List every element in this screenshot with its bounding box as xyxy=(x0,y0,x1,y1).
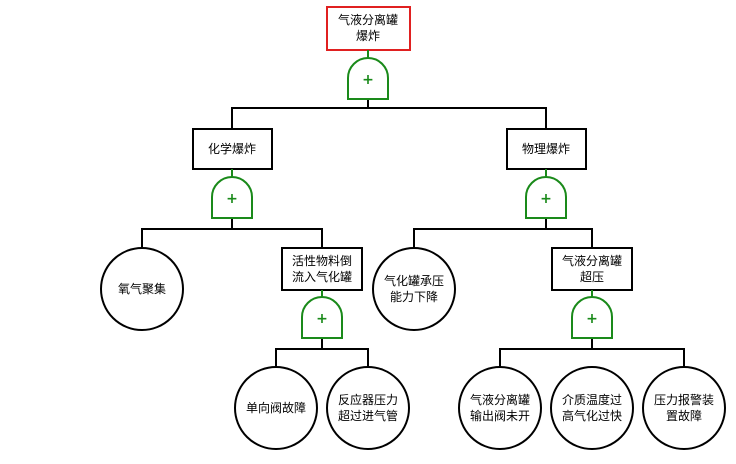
event-check-valve-failure[interactable]: 单向阀故障 xyxy=(234,366,318,450)
event-chemical-explosion[interactable]: 化学爆炸 xyxy=(192,128,273,170)
event-label-line2: 输出阀未开 xyxy=(470,408,530,423)
or-gate-icon xyxy=(347,57,389,100)
event-label-line2: 超过进气管 xyxy=(338,408,398,423)
event-top[interactable]: 气液分离罐 爆炸 xyxy=(326,6,411,51)
connectors xyxy=(141,99,685,367)
event-tank-capacity-drop[interactable]: 气化罐承压 能力下降 xyxy=(372,247,456,331)
or-gate-chem: + xyxy=(211,169,253,219)
basic-event-circle xyxy=(100,247,184,331)
event-oxygen-accumulation[interactable]: 氧气聚集 xyxy=(100,247,184,331)
event-box xyxy=(551,247,633,291)
event-box xyxy=(326,6,411,51)
basic-event-circle xyxy=(234,366,318,450)
basic-event-circle xyxy=(326,366,410,450)
connector-chem xyxy=(141,218,323,248)
connector-phys xyxy=(413,218,593,248)
event-label-line2: 超压 xyxy=(580,269,604,284)
gate-symbol: + xyxy=(586,311,598,327)
event-active-material-backflow[interactable]: 活性物料倒 流入气化罐 xyxy=(281,247,363,291)
event-label-line1: 介质温度过 xyxy=(562,392,622,407)
connector-active xyxy=(275,338,369,367)
event-label-line2: 高气化过快 xyxy=(562,408,622,423)
event-label-line1: 活性物料倒 xyxy=(292,254,352,268)
or-gate-overpress: + xyxy=(571,290,613,339)
event-label-line2: 流入气化罐 xyxy=(292,269,352,284)
or-gate-icon xyxy=(525,176,567,219)
event-physical-explosion[interactable]: 物理爆炸 xyxy=(506,128,587,170)
event-label-line1: 气液分离罐 xyxy=(470,392,530,407)
event-label-line1: 压力报警装 xyxy=(654,392,714,407)
event-label-line1: 物理爆炸 xyxy=(522,142,570,156)
event-separator-overpressure[interactable]: 气液分离罐 超压 xyxy=(551,247,633,291)
basic-event-circle xyxy=(550,366,634,450)
event-label-line1: 反应器压力 xyxy=(338,392,398,407)
event-label-line2: 能力下降 xyxy=(390,290,438,304)
event-box xyxy=(192,128,273,170)
connector-overpress xyxy=(499,338,685,367)
event-label-line1: 气液分离罐 xyxy=(562,253,622,268)
event-label-line2: 置故障 xyxy=(666,408,702,423)
basic-event-circle xyxy=(372,247,456,331)
event-label-line1: 气液分离罐 xyxy=(338,12,398,27)
gate-symbol: + xyxy=(540,191,552,207)
or-gate-icon xyxy=(571,296,613,339)
or-gate-active: + xyxy=(301,290,343,339)
or-gate-phys: + xyxy=(525,169,567,219)
or-gate-top: + xyxy=(347,50,389,100)
event-box xyxy=(281,247,363,291)
gate-symbol: + xyxy=(362,72,374,88)
event-label-line1: 气化罐承压 xyxy=(384,273,444,288)
or-gate-icon xyxy=(301,296,343,339)
event-outlet-valve-not-open[interactable]: 气液分离罐 输出阀未开 xyxy=(458,366,542,450)
event-label-line1: 单向阀故障 xyxy=(246,400,306,415)
or-gate-icon xyxy=(211,176,253,219)
basic-event-circle xyxy=(458,366,542,450)
event-label-line1: 化学爆炸 xyxy=(208,141,256,156)
event-label-line2: 爆炸 xyxy=(356,29,380,43)
basic-event-circle xyxy=(642,366,726,450)
event-pressure-alarm-failure[interactable]: 压力报警装 置故障 xyxy=(642,366,726,450)
gate-symbol: + xyxy=(316,311,328,327)
connector-top xyxy=(231,99,547,129)
event-reactor-pressure-exceeds[interactable]: 反应器压力 超过进气管 xyxy=(326,366,410,450)
event-label-line1: 氧气聚集 xyxy=(118,281,166,296)
event-medium-overheat[interactable]: 介质温度过 高气化过快 xyxy=(550,366,634,450)
gate-symbol: + xyxy=(226,191,238,207)
